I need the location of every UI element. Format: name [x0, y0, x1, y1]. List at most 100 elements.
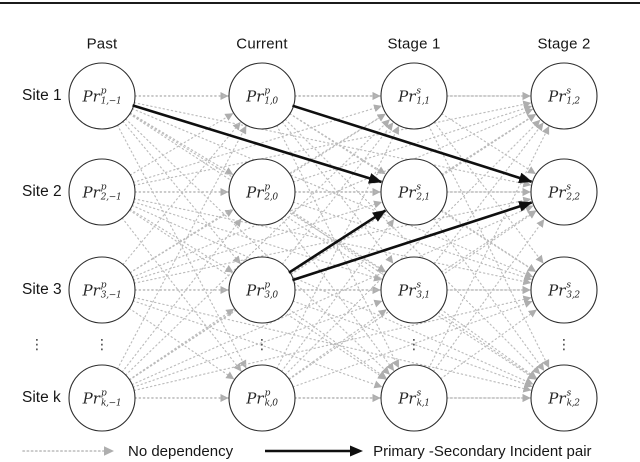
node-current-site1: [228, 62, 296, 130]
node-stage1-site1: [380, 62, 448, 130]
no-dependency-edge: [133, 295, 532, 392]
node-current-sitek: [228, 364, 296, 432]
node-label-base: Pr: [246, 389, 264, 407]
no-dependency-edge: [281, 121, 394, 264]
incident-pair-arrow: [292, 201, 533, 282]
row-label-site2: Site 2: [22, 183, 62, 200]
node-label-subscript: 1,2: [566, 96, 580, 107]
node-label-subscript: 2,0: [264, 192, 278, 203]
no-dependency-edge: [288, 210, 537, 380]
no-dependency-edge: [116, 125, 247, 370]
node-label-base: Pr: [548, 281, 566, 299]
no-dependency-edge: [292, 201, 533, 281]
no-dependency-edge: [129, 112, 386, 273]
node-current-site2: [228, 158, 296, 226]
node-label-base: Pr: [548, 87, 566, 105]
node-label-superscript: p: [264, 86, 271, 97]
node-label-superscript: p: [264, 388, 271, 399]
no-dependency-edge: [129, 114, 537, 381]
no-dependency-edge: [284, 119, 541, 376]
incident-pair-arrow: [288, 209, 387, 274]
node-label-base: Pr: [82, 281, 100, 299]
no-dependency-edge: [292, 104, 533, 183]
row-ellipsis-past: ⋮: [95, 337, 109, 353]
no-dependency-edge: [129, 113, 386, 274]
column-header-stage2: Stage 2: [537, 35, 591, 53]
node-stage1-site3: [380, 256, 448, 324]
no-dependency-edge: [441, 209, 537, 272]
no-dependency-edge: [289, 113, 536, 273]
node-label-subscript: 3,1: [416, 290, 430, 301]
node-label-subscript: 3,−1: [100, 290, 122, 301]
node-label-subscript: 1,1: [416, 96, 430, 107]
node-stage2-site1: [530, 62, 598, 130]
no-dependency-edge: [433, 122, 544, 265]
node-stage2-site3: [530, 256, 598, 324]
no-dependency-edge: [131, 205, 534, 386]
no-dependency-edge: [122, 121, 241, 266]
no-dependency-edge: [289, 113, 536, 273]
node-stage2-site2: [530, 158, 598, 226]
top-rule: [0, 2, 640, 4]
node-label-superscript: p: [100, 86, 107, 97]
node-label-subscript: 3,0: [264, 290, 278, 301]
node-label-base: Pr: [398, 183, 416, 201]
node-label-superscript: s: [566, 388, 572, 399]
no-dependency-edge: [133, 296, 532, 393]
no-dependency-edge: [132, 299, 383, 388]
no-dependency-edge: [129, 209, 234, 274]
no-dependency-edge: [276, 124, 400, 369]
no-dependency-edge: [128, 209, 387, 380]
legend-pair-label: Primary -Secondary Incident pair: [373, 442, 592, 460]
node-label-subscript: k,0: [264, 398, 278, 409]
node-label-subscript: k,2: [566, 398, 580, 409]
legend-no-dependency-label: No dependency: [128, 442, 234, 460]
node-past-site1: [68, 62, 136, 130]
node-current-site3: [228, 256, 296, 324]
node-stage1-sitek: [380, 364, 448, 432]
no-dependency-edge: [441, 113, 536, 175]
node-label-superscript: p: [264, 280, 271, 291]
node-label-base: Pr: [398, 87, 416, 105]
no-dependency-edge: [116, 124, 247, 369]
no-dependency-edge: [128, 308, 235, 381]
no-dependency-edge: [121, 218, 242, 373]
node-label-superscript: s: [416, 280, 422, 291]
node-label-superscript: s: [416, 388, 422, 399]
node-past-site2: [68, 158, 136, 226]
node-label-superscript: p: [100, 388, 107, 399]
node-label-subscript: 1,0: [264, 96, 278, 107]
no-dependency-edge: [289, 113, 386, 175]
column-header-stage1: Stage 1: [387, 35, 441, 53]
legend: No dependency Primary -Secondary Inciden…: [22, 442, 634, 460]
row-label-site1: Site 1: [22, 87, 62, 104]
no-dependency-edge: [133, 196, 532, 284]
no-dependency-edge: [288, 309, 387, 380]
node-label-superscript: s: [566, 86, 572, 97]
row-label-sitek: Site k: [22, 389, 61, 406]
row-ellipsis-stage2: ⋮: [557, 337, 571, 353]
node-label-base: Pr: [246, 87, 264, 105]
node-label-superscript: p: [100, 280, 107, 291]
node-label-base: Pr: [246, 183, 264, 201]
no-dependency-edge: [432, 218, 545, 372]
incident-pair-arrow: [292, 104, 533, 184]
